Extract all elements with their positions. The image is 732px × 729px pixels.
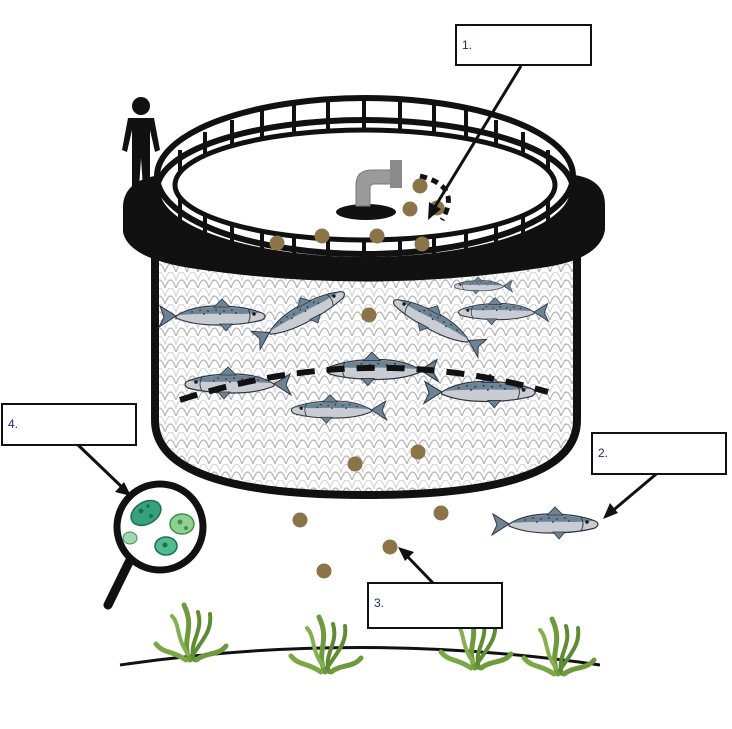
salmon-icon — [491, 506, 599, 540]
bacteria-icon — [122, 499, 195, 556]
depth-dashed-line — [179, 364, 549, 403]
label-box-1[interactable]: 1. — [455, 24, 592, 66]
label-number: 4. — [8, 417, 19, 431]
label-number: 1. — [462, 38, 473, 52]
arrows — [74, 65, 662, 585]
label-box-3[interactable]: 3. — [367, 582, 503, 629]
person-icon — [122, 97, 160, 188]
label-box-2[interactable]: 2. — [591, 432, 727, 475]
label-number: 2. — [598, 446, 609, 460]
label-number: 3. — [374, 596, 385, 610]
pipe-icon — [336, 160, 451, 222]
label-box-4[interactable]: 4. — [1, 403, 137, 446]
